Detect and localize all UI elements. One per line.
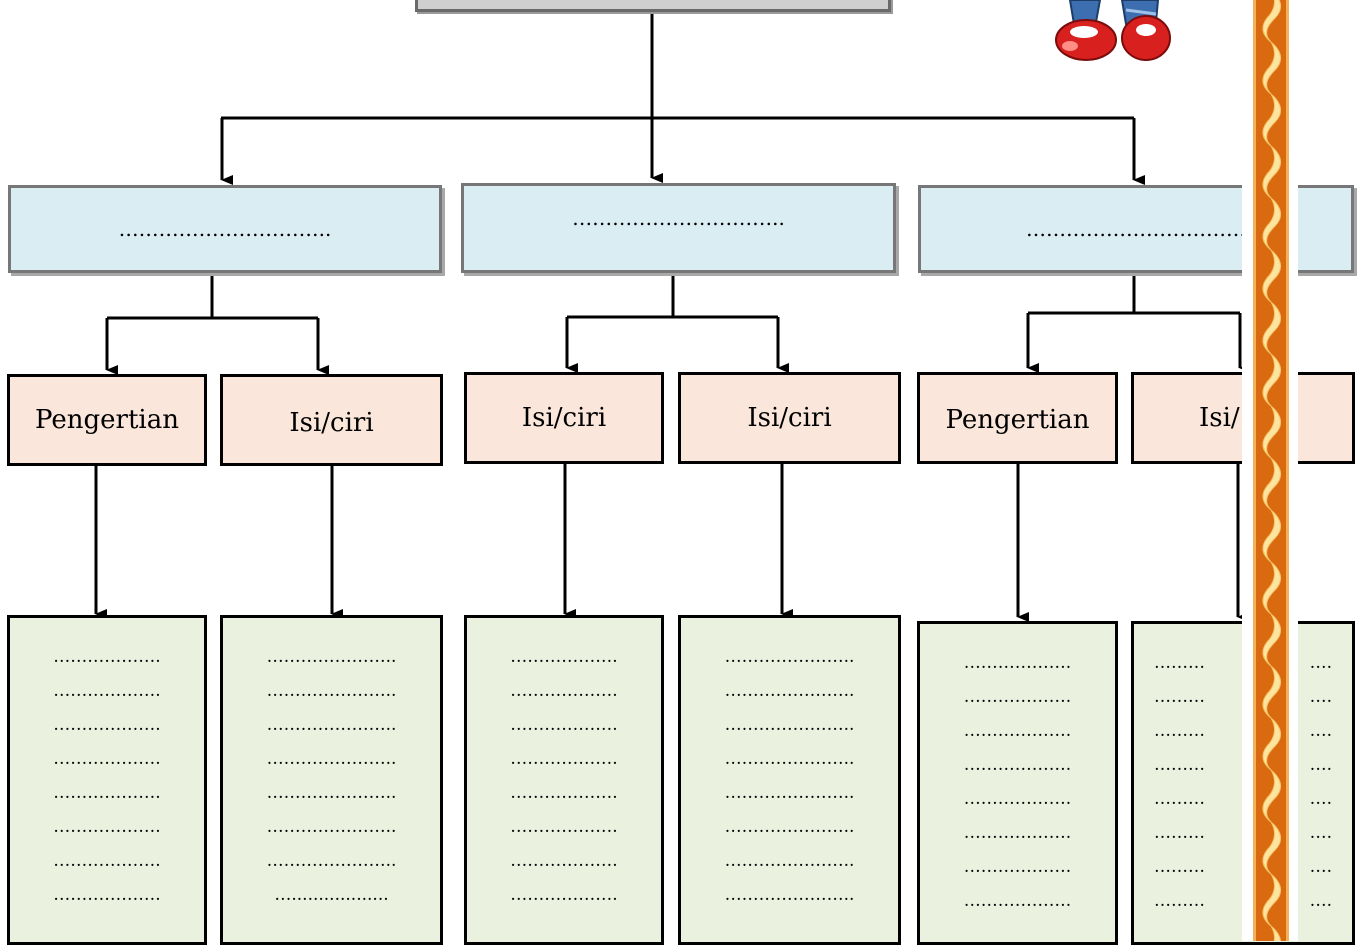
dotted-line: ………………….. bbox=[724, 749, 855, 769]
dotted-line: ………………. bbox=[963, 653, 1072, 673]
dotted-line: ………………….. bbox=[266, 749, 397, 769]
topic-label: Pengertian bbox=[35, 405, 179, 435]
decorative-page-border bbox=[1253, 0, 1289, 941]
topic-label: Pengertian bbox=[945, 405, 1090, 435]
dotted-line: ………………….. bbox=[724, 681, 855, 701]
dotted-line: ………………. bbox=[53, 851, 161, 871]
topic-label: Isi/ bbox=[1199, 403, 1240, 433]
dotted-line: ………………….. bbox=[724, 715, 855, 735]
dotted-line: ………………….. bbox=[266, 681, 397, 701]
dotted-line: …. bbox=[1309, 891, 1332, 911]
dotted-line: …. bbox=[1309, 823, 1332, 843]
topic-label: Isi/ciri bbox=[289, 408, 374, 438]
dotted-line: ………………. bbox=[963, 891, 1072, 911]
dotted-line: ………………. bbox=[510, 749, 618, 769]
dotted-line: …. bbox=[1309, 789, 1332, 809]
detail-box: ………………. ………………. ………………. ………………. ………………. … bbox=[917, 621, 1118, 945]
dotted-line: ………………. bbox=[963, 687, 1072, 707]
category-box-2: ………………………….. bbox=[461, 183, 896, 273]
dotted-line: ………………. bbox=[53, 681, 161, 701]
dotted-line: ………………. bbox=[53, 749, 161, 769]
dotted-line: ………………. bbox=[510, 681, 618, 701]
dotted-line: ………………. bbox=[963, 755, 1072, 775]
detail-box: ………………….. ………………….. ………………….. ………………….. … bbox=[220, 615, 443, 945]
topic-box-isi-ciri: Isi/ciri bbox=[464, 372, 664, 464]
dotted-line: …. bbox=[1309, 755, 1332, 775]
topic-box-isi-ciri: Isi/ciri bbox=[220, 374, 443, 466]
dotted-line: ……… bbox=[1154, 891, 1205, 911]
dotted-line: ……… bbox=[1154, 687, 1205, 707]
dotted-line: ………………. bbox=[963, 857, 1072, 877]
cartoon-character-illustration bbox=[1055, 0, 1171, 61]
category-placeholder: ………………………….. bbox=[118, 217, 332, 241]
dotted-line: ………………….. bbox=[266, 647, 397, 667]
detail-box: ………………. ………………. ………………. ………………. ………………. … bbox=[464, 615, 664, 945]
dotted-line: ……… bbox=[1154, 653, 1205, 673]
dotted-line: …. bbox=[1309, 653, 1332, 673]
dotted-line: ………………….. bbox=[266, 817, 397, 837]
dotted-line: …. bbox=[1309, 857, 1332, 877]
dotted-line: ………………. bbox=[510, 783, 618, 803]
category-placeholder: …………………………… bbox=[1026, 217, 1246, 241]
dotted-line: ………………. bbox=[53, 715, 161, 735]
dotted-line: ………………….. bbox=[724, 647, 855, 667]
dotted-line: ………………. bbox=[510, 817, 618, 837]
dotted-line: ………………. bbox=[963, 789, 1072, 809]
dotted-line: ………………. bbox=[510, 715, 618, 735]
category-placeholder: ………………………….. bbox=[572, 206, 785, 230]
dotted-line: ………………. bbox=[963, 823, 1072, 843]
dotted-line: ………………. bbox=[53, 885, 161, 905]
dotted-line: ….................. bbox=[274, 885, 389, 905]
dotted-line: ………………….. bbox=[724, 783, 855, 803]
dotted-line: ………………….. bbox=[724, 851, 855, 871]
detail-box: ………………. ………………. ………………. ………………. ………………. … bbox=[7, 615, 207, 945]
dotted-line: ……… bbox=[1154, 789, 1205, 809]
border-wave-shape bbox=[1270, 925, 1281, 941]
root-box bbox=[415, 0, 891, 12]
topic-label: Isi/ciri bbox=[747, 403, 832, 433]
dotted-line: ……… bbox=[1154, 857, 1205, 877]
dotted-line: ………………. bbox=[963, 721, 1072, 741]
dotted-line: ……… bbox=[1154, 823, 1205, 843]
dotted-line: ………………. bbox=[53, 647, 161, 667]
dotted-line: ………………….. bbox=[266, 851, 397, 871]
dotted-line: ………………….. bbox=[266, 783, 397, 803]
detail-box: ………………….. ………………….. ………………….. ………………….. … bbox=[678, 615, 901, 945]
topic-box-isi-ciri: Isi/ciri bbox=[678, 372, 901, 464]
topic-label: Isi/ciri bbox=[521, 403, 607, 433]
dotted-line: ………………….. bbox=[724, 817, 855, 837]
topic-box-pengertian: Pengertian bbox=[917, 372, 1118, 464]
dotted-line: ………………. bbox=[510, 885, 618, 905]
topic-box-pengertian: Pengertian bbox=[7, 374, 207, 466]
dotted-line: ………………….. bbox=[724, 885, 855, 905]
dotted-line: …. bbox=[1309, 721, 1332, 741]
dotted-line: ………………. bbox=[510, 851, 618, 871]
category-box-1: ………………………….. bbox=[8, 185, 442, 273]
dotted-line: ………………. bbox=[53, 783, 161, 803]
dotted-line: …. bbox=[1309, 687, 1332, 707]
dotted-line: ………………. bbox=[510, 647, 618, 667]
dotted-line: ………………….. bbox=[266, 715, 397, 735]
dotted-line: ………………. bbox=[53, 817, 161, 837]
dotted-line: ……… bbox=[1154, 721, 1205, 741]
dotted-line: ……… bbox=[1154, 755, 1205, 775]
